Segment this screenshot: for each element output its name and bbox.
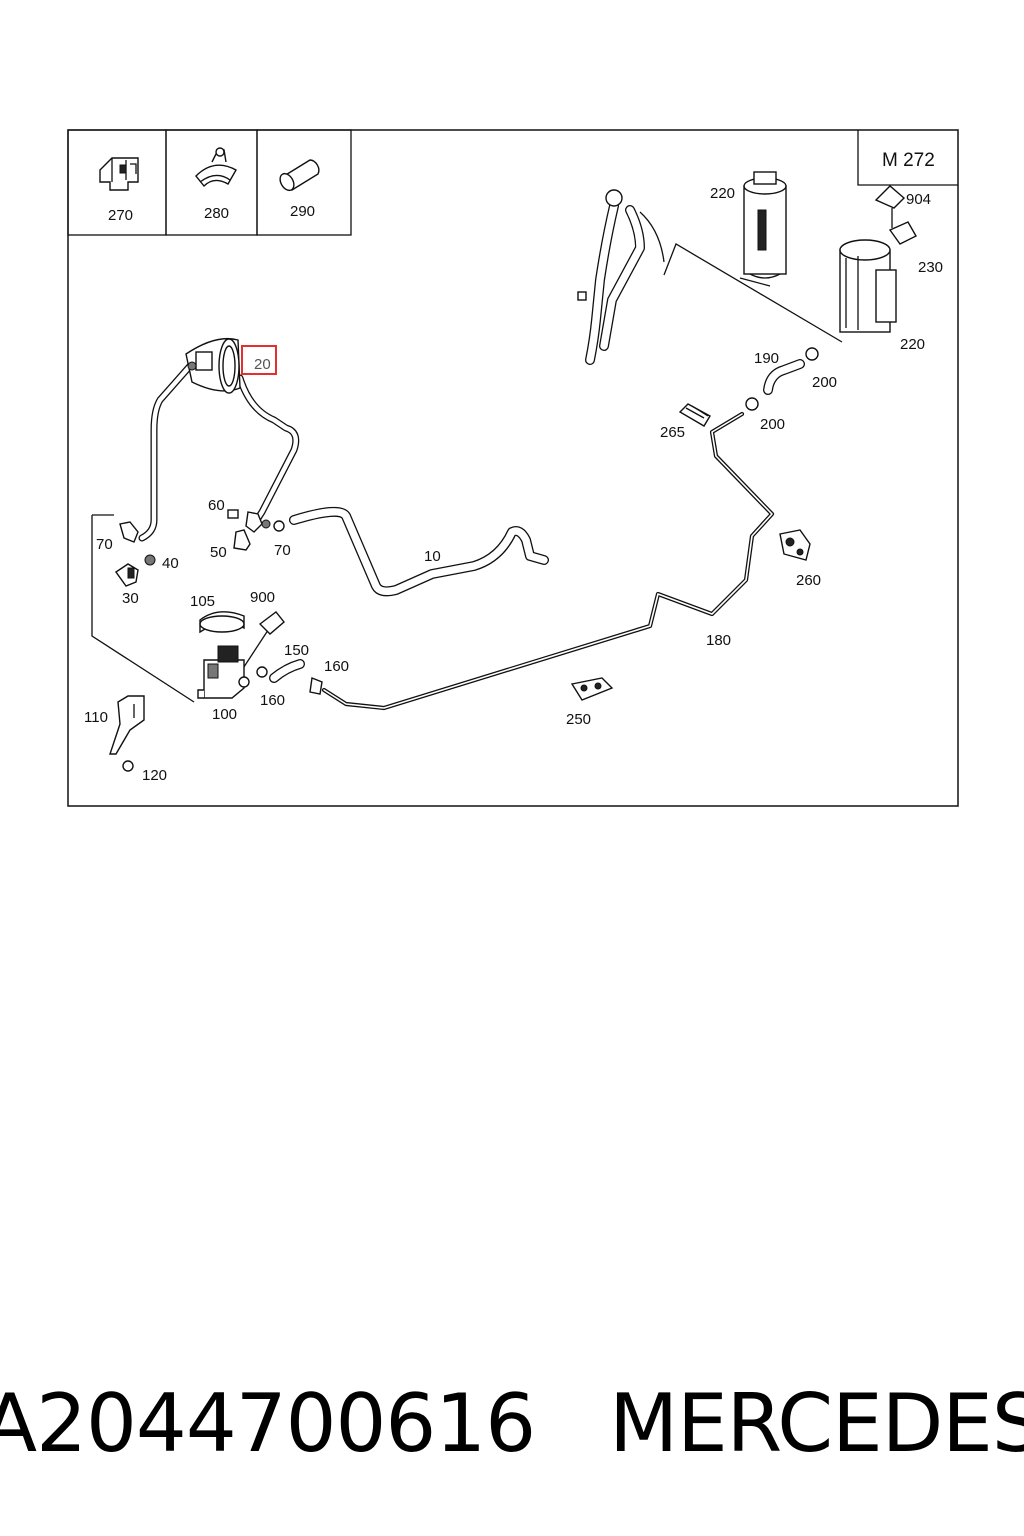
canister-220-right xyxy=(839,239,897,333)
clip-icon xyxy=(99,157,139,191)
valve-230 xyxy=(874,185,917,245)
callout-10: 10 xyxy=(424,548,441,565)
parts-diagram: M 272 xyxy=(67,129,959,807)
highlight-box xyxy=(241,345,277,375)
valve-assembly xyxy=(197,611,323,699)
clip-250 xyxy=(570,677,614,701)
callout-220: 220 xyxy=(710,185,735,202)
callout-100: 100 xyxy=(212,706,237,723)
model-label: M 272 xyxy=(882,150,935,171)
callout-40: 40 xyxy=(162,555,179,572)
callout-105: 105 xyxy=(190,593,215,610)
clamp-icon xyxy=(195,147,237,188)
callout-110: 110 xyxy=(84,709,108,726)
callout-190: 190 xyxy=(754,350,779,367)
callout-120: 120 xyxy=(142,767,167,784)
callout-250: 250 xyxy=(566,711,591,728)
hose-10 xyxy=(289,506,549,597)
caption: A2044700616 MERCEDES xyxy=(0,1368,1024,1478)
sleeve-icon xyxy=(279,159,320,192)
callout-20: 20 xyxy=(254,356,271,373)
part-number: A2044700616 xyxy=(0,1376,536,1470)
callout-160: 160 xyxy=(324,658,349,675)
diagram-frame xyxy=(67,129,959,807)
callout-220b: 220 xyxy=(900,336,925,353)
callout-904: 904 xyxy=(906,191,931,208)
legend-number: 270 xyxy=(108,207,133,224)
callout-70b: 70 xyxy=(274,542,291,559)
callout-900: 900 xyxy=(250,589,275,606)
callout-60: 60 xyxy=(208,497,225,514)
legend-number: 290 xyxy=(290,203,315,220)
callout-150: 150 xyxy=(284,642,309,659)
callout-200: 200 xyxy=(812,374,837,391)
hose-190 xyxy=(763,359,805,395)
callout-70: 70 xyxy=(96,536,113,553)
callout-230: 230 xyxy=(918,259,943,276)
canister-220-top xyxy=(743,171,787,279)
callout-30: 30 xyxy=(122,590,139,607)
connector-265 xyxy=(678,347,819,427)
callout-50: 50 xyxy=(210,544,227,561)
callout-260: 260 xyxy=(796,572,821,589)
callout-160b: 160 xyxy=(260,692,285,709)
clip-260 xyxy=(779,529,811,561)
bracket-110 xyxy=(109,695,145,772)
legend-number: 280 xyxy=(204,205,229,222)
callout-180: 180 xyxy=(706,632,731,649)
legend-table xyxy=(67,129,352,236)
line-180 xyxy=(321,411,775,711)
callout-200b: 200 xyxy=(760,416,785,433)
brand-name: MERCEDES xyxy=(609,1376,1024,1470)
model-box: M 272 xyxy=(857,130,958,186)
upper-hose-assembly xyxy=(577,189,665,365)
callout-265: 265 xyxy=(660,424,685,441)
callout-labels: 270 280 290 220 904 230 220 190 200 265 … xyxy=(84,185,943,784)
small-fittings xyxy=(115,509,285,587)
